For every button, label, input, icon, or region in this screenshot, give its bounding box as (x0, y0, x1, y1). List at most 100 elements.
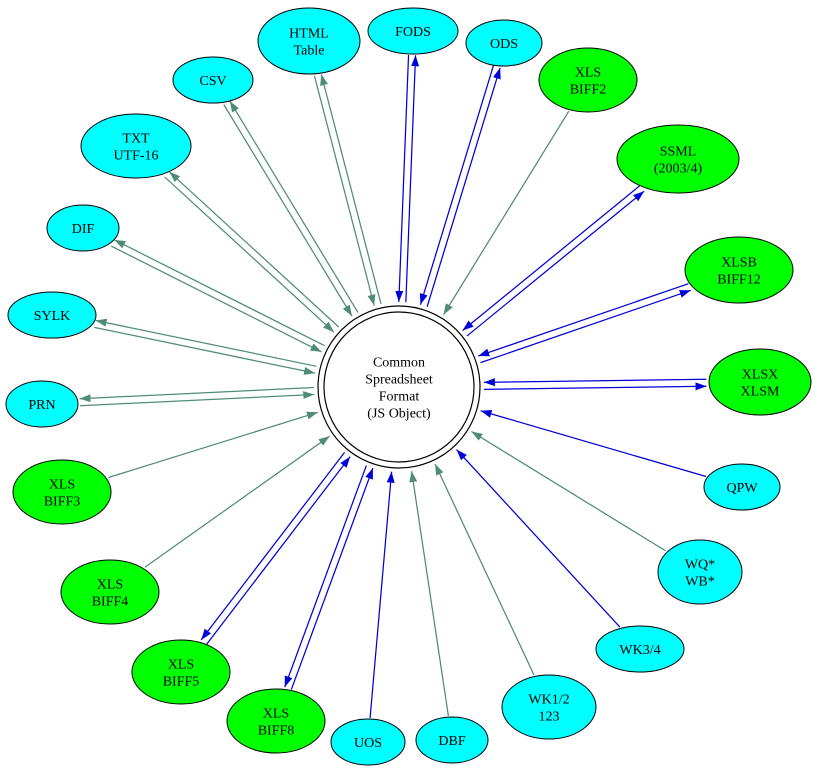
node-txt-utf16: TXT UTF-16 (80, 113, 192, 179)
center-outer-circle (317, 305, 481, 469)
edge-xlsx-xlsm-write (484, 382, 707, 391)
node-fods-label: FODS (395, 25, 431, 40)
node-uos-label: UOS (354, 736, 382, 751)
edge-xls-biff5-write (200, 452, 346, 641)
edge-html-table-read (313, 75, 376, 306)
node-html-table-label: HTML (289, 27, 329, 42)
edge-txt-utf16-write (168, 171, 340, 328)
edge-uos-read (369, 471, 395, 718)
center-node-label: Spreadsheet (365, 373, 433, 388)
node-dif: DIF (46, 204, 120, 252)
node-ssml-2003-4: SSML (2003/4) (616, 124, 740, 194)
node-uos-shape (330, 718, 406, 766)
node-prn-shape (5, 380, 79, 428)
node-prn: PRN (5, 380, 79, 428)
node-xls-biff8-label: BIFF8 (258, 724, 295, 739)
node-xls-biff4-label: BIFF4 (92, 595, 129, 610)
node-xls-biff2: XLS BIFF2 (538, 47, 638, 113)
center-inner-circle (323, 311, 475, 463)
edge-qpw-read (480, 410, 707, 478)
node-xls-biff2-label: XLS (575, 66, 601, 81)
node-html-table: HTML Table (257, 7, 361, 75)
edge-dif-write (113, 239, 325, 347)
node-xlsx-xlsm-shape (708, 348, 812, 416)
edge-prn-read (79, 391, 315, 407)
node-xls-biff5-label: BIFF5 (163, 675, 200, 690)
node-txt-utf16-shape (80, 113, 192, 179)
edge-fods-read (395, 54, 410, 302)
node-xls-biff4-label: XLS (97, 578, 123, 593)
node-csv-label: CSV (199, 74, 226, 89)
node-dbf-shape (415, 716, 489, 764)
node-qpw: QPW (703, 463, 781, 511)
center-node-label: Common (373, 356, 425, 371)
edge-xls-biff4-read (144, 435, 331, 568)
edge-csv-write (229, 100, 359, 313)
edge-prn-write (79, 386, 314, 403)
edge-dif-read (110, 245, 322, 353)
edge-wk1-2-123-read (434, 463, 535, 676)
node-xls-biff8: XLS BIFF8 (226, 688, 326, 754)
node-dif-shape (46, 204, 120, 252)
node-fods-shape (367, 7, 459, 55)
edge-xlsb-biff12-write (480, 289, 691, 364)
node-xls-biff5-label: XLS (168, 658, 194, 673)
edge-html-table-write (320, 74, 382, 305)
node-xls-biff8-label: XLS (263, 707, 289, 722)
node-qpw-label: QPW (726, 481, 758, 496)
node-wq-wb: WQ* WB* (657, 539, 743, 605)
node-wk3-4-label: WK3/4 (619, 643, 660, 658)
node-wk1-2-123-label: WK1/2 (528, 693, 569, 708)
edge-ssml-2003-4-read (462, 185, 641, 331)
node-xls-biff4: XLS BIFF4 (60, 559, 160, 625)
node-ssml-2003-4-shape (616, 124, 740, 194)
node-xls-biff5-shape (131, 639, 231, 705)
edge-fods-write (405, 55, 420, 303)
edge-ods-read (419, 65, 495, 305)
edge-xlsb-biff12-read (478, 283, 689, 357)
node-xlsb-biff12-shape (684, 236, 794, 304)
node-html-table-label: Table (294, 44, 325, 59)
node-wk1-2-123-shape (501, 674, 597, 740)
node-wq-wb-label: WB* (685, 575, 715, 590)
node-xls-biff2-shape (538, 47, 638, 113)
node-ssml-2003-4-label: SSML (660, 145, 697, 160)
node-xls-biff8-shape (226, 688, 326, 754)
node-uos: UOS (330, 718, 406, 766)
node-sylk: SYLK (7, 291, 97, 339)
edge-csv-read (223, 104, 353, 317)
node-xls-biff4-shape (60, 559, 160, 625)
center-node-label: (JS Object) (367, 407, 431, 422)
node-csv-shape (172, 56, 254, 104)
edge-xls-biff8-write (284, 465, 367, 688)
node-xlsb-biff12-label: XLSB (721, 256, 757, 271)
edge-txt-utf16-read (164, 176, 335, 333)
edge-sylk-read (94, 326, 316, 375)
edge-wq-wb-read (471, 430, 667, 552)
edge-wk3-4-read (456, 449, 621, 628)
node-ods-shape (465, 19, 543, 67)
node-wq-wb-label: WQ* (685, 558, 715, 573)
node-sylk-shape (7, 291, 97, 339)
edge-ssml-2003-4-write (466, 190, 645, 337)
node-wq-wb-shape (657, 539, 743, 605)
node-wk3-4: WK3/4 (595, 625, 685, 673)
node-prn-label: PRN (28, 398, 55, 413)
node-wk1-2-123-label: 123 (539, 710, 560, 725)
node-xls-biff2-label: BIFF2 (570, 83, 607, 98)
node-dbf: DBF (415, 716, 489, 764)
edge-xls-biff2-read (443, 110, 570, 315)
node-txt-utf16-label: UTF-16 (113, 149, 158, 164)
node-xlsx-xlsm-label: XLSM (741, 385, 780, 400)
edge-xlsx-xlsm-read (483, 378, 707, 387)
node-xls-biff3-label: XLS (49, 478, 75, 493)
node-xls-biff5: XLS BIFF5 (131, 639, 231, 705)
node-ssml-2003-4-label: (2003/4) (654, 162, 703, 177)
node-txt-utf16-label: TXT (122, 132, 150, 147)
